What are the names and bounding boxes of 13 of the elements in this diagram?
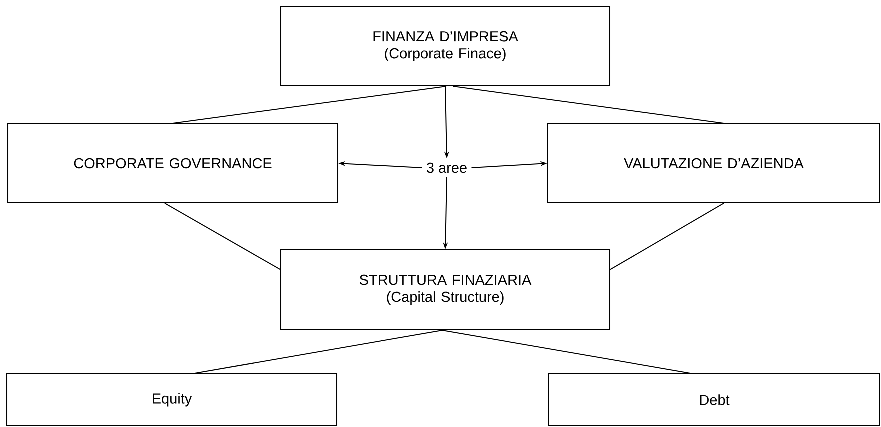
text-box: VALUTAZIONE D’AZIENDA xyxy=(548,124,880,204)
text-box: FINANZA D’IMPRESA (Corporate Finace) xyxy=(280,6,610,86)
connector-line xyxy=(610,203,724,270)
connector-line xyxy=(194,330,443,374)
text-box: STRUTTURA FINAZIARIA (Capital Structure) xyxy=(280,250,610,330)
connector-line xyxy=(164,203,281,270)
area-label: 3 aree xyxy=(427,162,467,174)
connector-line xyxy=(172,86,447,124)
connector-line xyxy=(442,330,691,374)
connector-line xyxy=(453,86,724,124)
text-box: Equity xyxy=(6,374,338,426)
text-box: CORPORATE GOVERNANCE xyxy=(8,124,338,204)
text-box: Debt xyxy=(548,374,880,426)
